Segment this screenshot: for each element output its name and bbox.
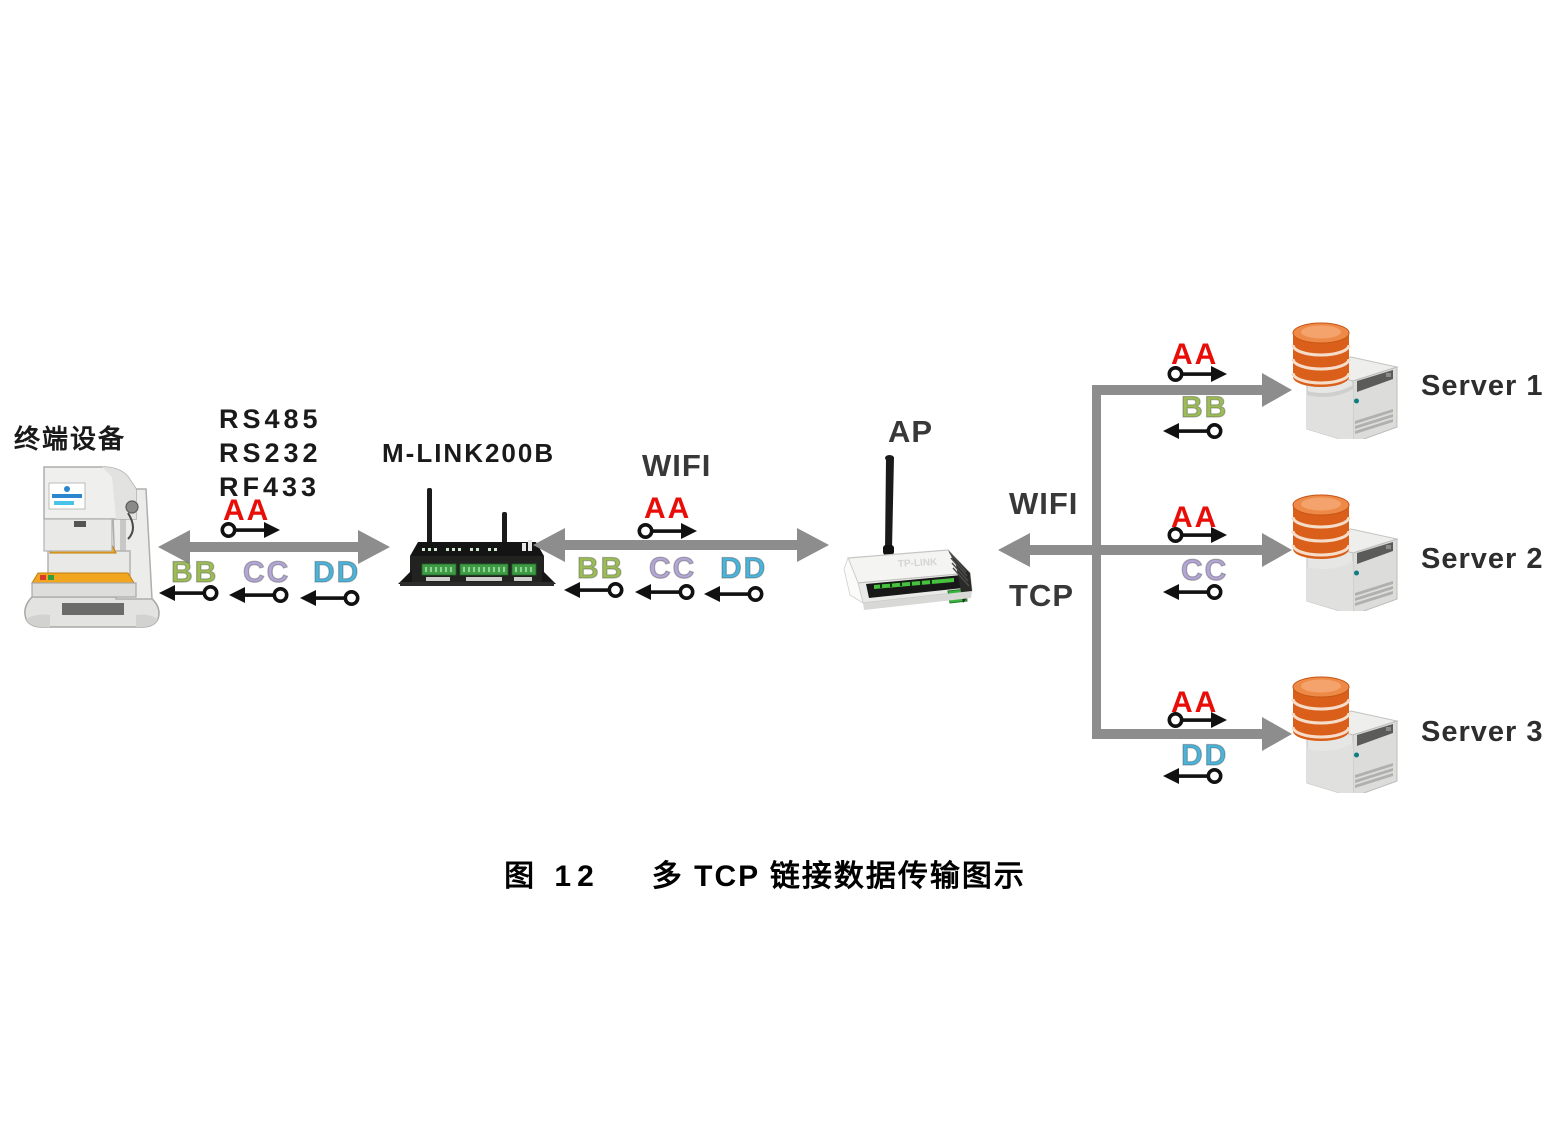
packet-cc-left-arrow — [635, 584, 695, 600]
packet-aa-right-arrow — [220, 522, 280, 538]
packet-cc-left-arrow — [229, 587, 289, 603]
gateway-device-image — [398, 488, 556, 586]
wifi-link-arrow — [533, 528, 829, 562]
svg-text:TP-LINK: TP-LINK — [898, 557, 939, 570]
uplink-wifi-label: WIFI — [1009, 486, 1079, 521]
server3-branch-arrow — [1092, 717, 1292, 751]
server3-label: Server 3 — [1421, 716, 1544, 748]
terminal-device-image — [24, 466, 160, 628]
server2-icon — [1291, 494, 1399, 611]
packet-bb-label: BB — [170, 555, 219, 589]
server1-tx-label: AA — [1171, 338, 1219, 371]
protocol-rs485: RS485 — [219, 404, 322, 434]
server2-tx-right-arrow — [1167, 527, 1227, 543]
figure-caption: 图 12 多 TCP 链接数据传输图示 — [0, 851, 1530, 895]
server1-icon — [1291, 322, 1399, 439]
ap-uplink-arrow — [998, 533, 1097, 567]
serial-link-arrow — [158, 530, 390, 564]
packet-dd-label: DD — [719, 551, 768, 585]
protocol-rs232: RS232 — [219, 438, 322, 468]
packet-bb-left-arrow — [564, 582, 624, 598]
packet-dd-label: DD — [312, 555, 361, 589]
server3-rx-label: DD — [1180, 738, 1229, 772]
server3-icon — [1291, 676, 1399, 793]
packet-aa-label: AA — [644, 492, 692, 525]
uplink-tcp-label: TCP — [1009, 578, 1074, 613]
server1-rx-label: BB — [1180, 390, 1229, 424]
ap-label: AP — [888, 414, 934, 449]
protocol-rf433: RF433 — [219, 472, 321, 502]
server2-rx-label: CC — [1180, 553, 1229, 587]
packet-aa-label: AA — [223, 494, 271, 527]
server2-rx-left-arrow — [1163, 584, 1223, 600]
protocol-list: RS485 RS232 RF433 — [219, 402, 322, 504]
packet-dd-left-arrow — [704, 586, 764, 602]
server3-rx-left-arrow — [1163, 768, 1223, 784]
packet-cc-label: CC — [648, 551, 697, 585]
figure-title: 多 TCP 链接数据传输图示 — [651, 860, 1026, 893]
server1-rx-left-arrow — [1163, 423, 1223, 439]
server1-tx-right-arrow — [1167, 366, 1227, 382]
server3-tx-right-arrow — [1167, 712, 1227, 728]
server2-label: Server 2 — [1421, 543, 1544, 575]
packet-aa-right-arrow — [637, 523, 697, 539]
ap-device-image: TP-LINK — [843, 455, 973, 610]
terminal-device-label: 终端设备 — [14, 424, 127, 454]
figure-number: 图 12 — [504, 860, 600, 893]
server2-branch-arrow — [1092, 533, 1292, 567]
server1-label: Server 1 — [1421, 370, 1544, 402]
mid-link-wifi-label: WIFI — [642, 448, 712, 483]
trunk-line — [1092, 385, 1101, 739]
gateway-label: M-LINK200B — [382, 438, 556, 468]
packet-dd-left-arrow — [300, 590, 360, 606]
packet-bb-label: BB — [576, 551, 625, 585]
packet-bb-left-arrow — [159, 585, 219, 601]
server1-branch-arrow — [1092, 373, 1292, 407]
packet-cc-label: CC — [242, 555, 291, 589]
